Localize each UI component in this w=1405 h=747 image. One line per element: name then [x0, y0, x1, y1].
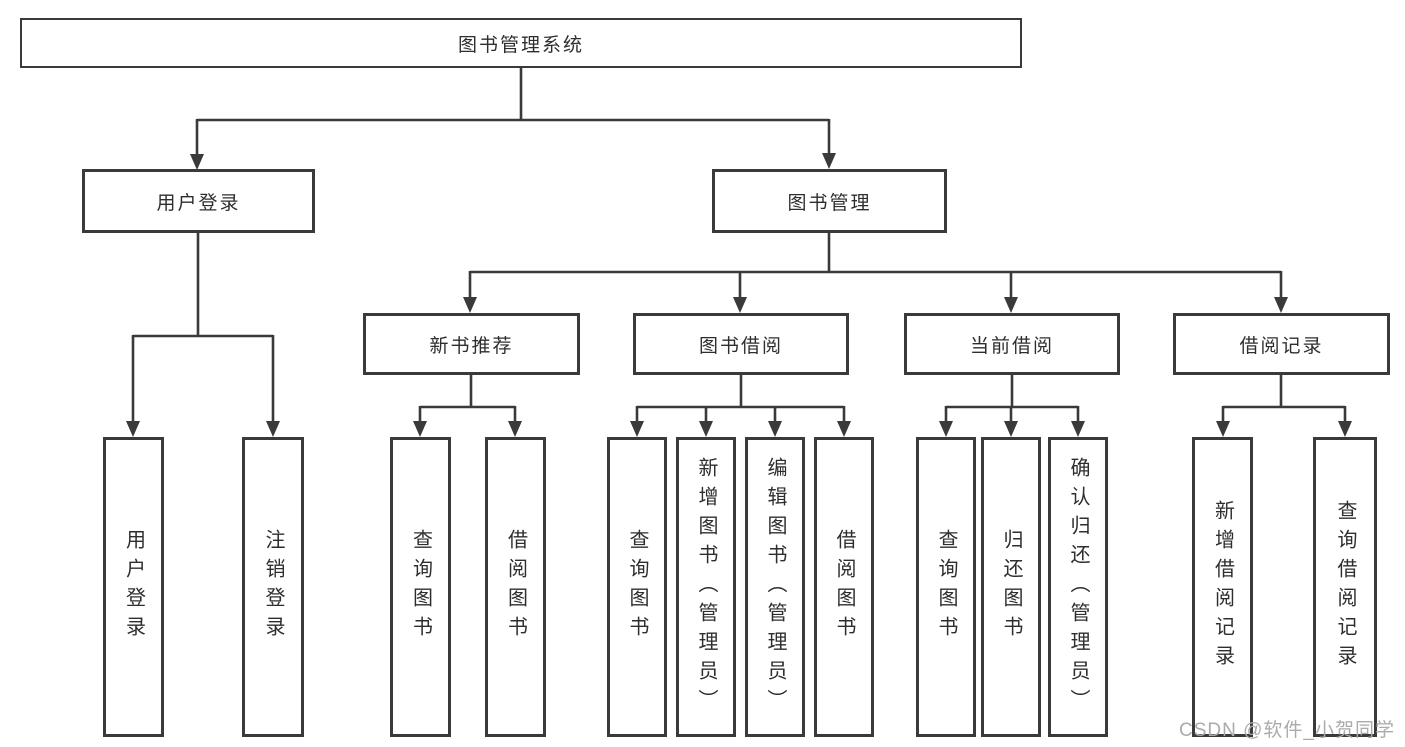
node-label: 用户登录	[156, 192, 241, 214]
node-label: 确认归还（管理员）	[1067, 456, 1089, 718]
edge-login-to-leaves	[126, 232, 280, 437]
node-current-borrow: 当前借阅	[904, 313, 1120, 375]
edge-records-to-leaves	[1216, 374, 1352, 437]
leaf-user-login: 用户登录	[103, 437, 164, 737]
node-label: 查询图书	[935, 529, 957, 645]
node-label: 新书推荐	[429, 335, 514, 357]
leaf-borrow-books: 借阅图书	[814, 437, 874, 737]
edge-root-to-branches	[190, 66, 836, 170]
leaf-add-borrow-record: 新增借阅记录	[1192, 437, 1253, 737]
leaf-confirm-return-admin: 确认归还（管理员）	[1048, 437, 1108, 737]
node-label: 借阅记录	[1239, 335, 1324, 357]
node-label: 新增图书（管理员）	[695, 456, 717, 718]
node-label: 新增借阅记录	[1211, 500, 1234, 674]
leaf-logout: 注销登录	[242, 437, 304, 737]
node-borrow-records: 借阅记录	[1173, 313, 1390, 375]
leaf-edit-books-admin: 编辑图书（管理员）	[745, 437, 805, 737]
node-user-login: 用户登录	[82, 169, 315, 233]
leaf-query-books-borrow: 查询图书	[607, 437, 667, 737]
leaf-query-books-recommend: 查询图书	[390, 437, 451, 737]
edge-mgmt-to-groups	[463, 232, 1288, 313]
node-label: 编辑图书（管理员）	[764, 456, 786, 718]
node-label: 归还图书	[1000, 529, 1022, 645]
node-new-book-recommend: 新书推荐	[363, 313, 580, 375]
edge-borrow-to-leaves	[630, 374, 851, 437]
node-label: 图书管理系统	[457, 34, 584, 56]
leaf-add-books-admin: 新增图书（管理员）	[676, 437, 736, 737]
edge-recommend-to-leaves	[413, 374, 522, 437]
leaf-borrow-books-recommend: 借阅图书	[485, 437, 546, 737]
node-label: 查询图书	[409, 529, 432, 645]
leaf-query-books-current: 查询图书	[916, 437, 976, 737]
node-label: 注销登录	[262, 529, 284, 645]
edge-current-to-leaves	[939, 374, 1085, 437]
node-label: 图书借阅	[698, 335, 783, 357]
node-label: 图书管理	[787, 192, 872, 214]
node-label: 当前借阅	[969, 335, 1054, 357]
node-label: 查询借阅记录	[1334, 500, 1356, 674]
leaf-query-borrow-record: 查询借阅记录	[1313, 437, 1377, 737]
node-label: 借阅图书	[504, 529, 527, 645]
leaf-return-books: 归还图书	[981, 437, 1041, 737]
node-book-borrow: 图书借阅	[633, 313, 849, 375]
node-book-management: 图书管理	[712, 169, 947, 233]
node-label: 查询图书	[626, 529, 648, 645]
node-label: 用户登录	[122, 529, 145, 645]
csdn-watermark: CSDN @软件_小贺同学	[1179, 720, 1395, 741]
node-system-root: 图书管理系统	[20, 18, 1022, 68]
node-label: 借阅图书	[833, 529, 855, 645]
